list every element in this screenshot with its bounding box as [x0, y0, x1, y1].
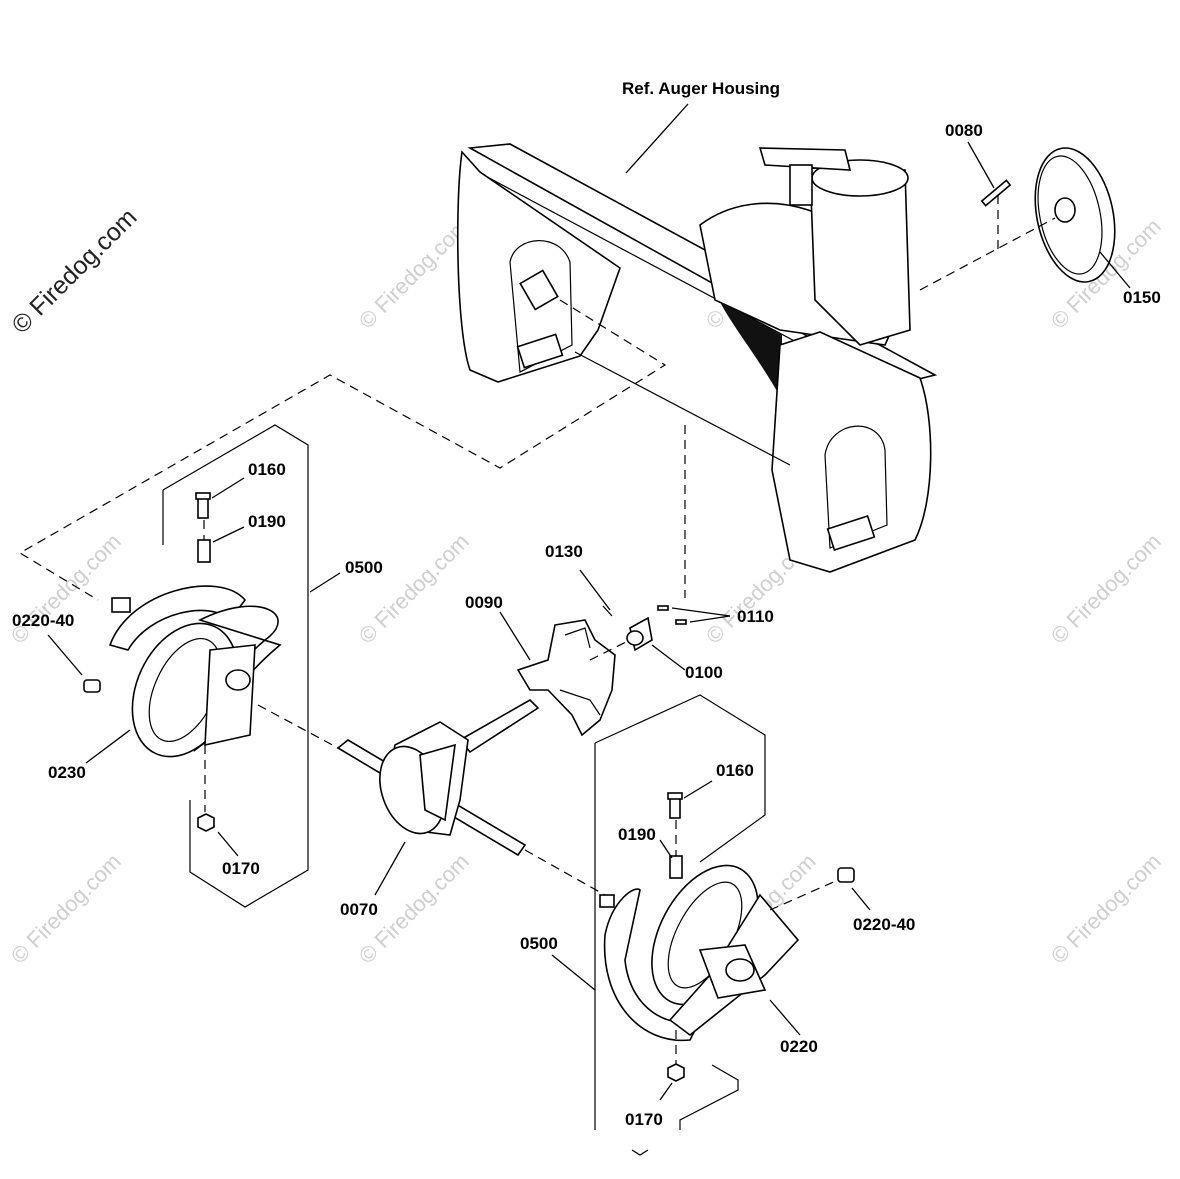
label-0160-left: 0160 [248, 460, 286, 479]
bolt-right [667, 792, 683, 819]
label-0070: 0070 [340, 900, 378, 919]
label-0080: 0080 [945, 121, 983, 140]
right-group-outline [594, 694, 766, 863]
label-0130: 0130 [545, 542, 583, 561]
label-auger-housing: Ref. Auger Housing [622, 79, 780, 98]
auger-drawing-left [108, 585, 282, 758]
watermark-main: © Firedog.com [6, 203, 142, 339]
auger-drawing-right [599, 864, 800, 1042]
label-0220: 0220 [780, 1037, 818, 1056]
gearbox-drawing [336, 699, 540, 857]
label-0160-right: 0160 [716, 761, 754, 780]
bearing-drawing [626, 616, 653, 652]
watermark: © Firedog.com [354, 214, 474, 334]
label-0170-right: 0170 [625, 1110, 663, 1129]
label-0500-left: 0500 [345, 558, 383, 577]
impeller-drawing [516, 619, 616, 737]
left-group-outline [162, 424, 309, 908]
label-0500-right: 0500 [520, 934, 558, 953]
label-0190-left: 0190 [248, 512, 286, 531]
label-0170-left: 0170 [222, 859, 260, 878]
watermark: © Firedog.com [1046, 849, 1166, 969]
label-0110: 0110 [737, 607, 774, 626]
label-0100: 0100 [685, 663, 723, 682]
label-0220-40-left: 0220-40 [12, 611, 74, 630]
pulley-drawing [980, 147, 1116, 283]
bolt-left [195, 492, 211, 519]
label-0090: 0090 [465, 593, 503, 612]
watermark: © Firedog.com [6, 849, 126, 969]
label-0150: 0150 [1123, 288, 1161, 307]
watermark: © Firedog.com [354, 529, 474, 649]
label-0230: 0230 [48, 763, 86, 782]
watermark: © Firedog.com [6, 529, 126, 649]
watermark: © Firedog.com [1046, 529, 1166, 649]
label-0190-right: 0190 [618, 825, 656, 844]
auger-housing-drawing [18, 143, 938, 601]
label-0220-40-right: 0220-40 [853, 915, 915, 934]
